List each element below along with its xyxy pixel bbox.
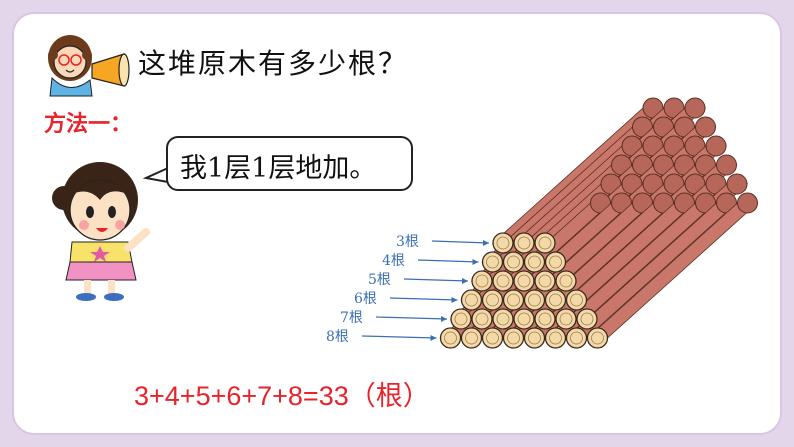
layer-arrow — [431, 240, 490, 244]
log-back-end — [716, 154, 737, 176]
log-end — [586, 327, 609, 349]
log-end — [471, 270, 493, 292]
log-back-end — [695, 116, 716, 138]
log-ring — [507, 293, 520, 307]
log-ring — [486, 255, 499, 269]
log-end — [492, 308, 514, 330]
layer-arrow — [375, 316, 448, 320]
log-end — [523, 289, 546, 311]
log-end — [544, 327, 567, 349]
formula: 3+4+5+6+7+8=33（根） — [134, 381, 430, 411]
layer-label: 7根 — [340, 310, 363, 326]
log-end — [555, 270, 577, 292]
log-ring — [496, 312, 510, 326]
log-end — [502, 327, 525, 349]
layer-label: 4根 — [382, 253, 405, 269]
log-ring — [570, 331, 583, 345]
log-end — [492, 270, 514, 292]
log-ring — [538, 312, 552, 326]
speech-text: 我1层1层地加。 — [180, 153, 377, 184]
log-back-end — [705, 135, 727, 157]
layer-arrow — [361, 335, 437, 339]
log-end — [460, 327, 483, 349]
log-end — [576, 308, 598, 330]
log-ring — [591, 331, 604, 345]
log-ring — [507, 331, 520, 345]
log-ring — [528, 331, 541, 345]
log-ring — [507, 255, 520, 269]
log-ring — [528, 255, 541, 269]
layer-arrow — [417, 259, 479, 263]
layer-arrowhead — [462, 278, 468, 284]
log-ring — [517, 274, 531, 288]
layer-arrowhead — [441, 316, 447, 322]
log-end — [523, 327, 546, 349]
log-end — [555, 308, 577, 330]
layer-arrowhead — [430, 335, 437, 341]
layer-arrowhead — [483, 240, 489, 246]
log-ring — [549, 293, 562, 307]
log-end — [565, 289, 588, 311]
log-end — [534, 270, 556, 292]
layer-label: 5根 — [368, 272, 391, 288]
log-ring — [496, 274, 510, 288]
log-end — [502, 251, 525, 273]
log-end — [481, 251, 504, 273]
log-end — [544, 289, 567, 311]
layer-label: 3根 — [396, 234, 419, 250]
log-end — [481, 289, 504, 311]
log-end — [450, 308, 472, 330]
layer-arrow — [403, 278, 469, 282]
log-ring — [486, 331, 499, 345]
log-end — [481, 327, 504, 349]
log-ring — [559, 274, 573, 288]
log-ring — [465, 293, 478, 307]
log-ring — [517, 236, 531, 250]
log-ring — [549, 255, 562, 269]
log-end — [471, 308, 493, 330]
speech-bubble — [166, 136, 413, 191]
log-ring — [549, 331, 562, 345]
log-back-end — [726, 173, 748, 195]
log-end — [534, 308, 556, 330]
log-ring — [496, 236, 510, 250]
log-ring — [580, 312, 594, 326]
log-end — [513, 270, 535, 292]
log-ring — [475, 274, 489, 288]
layer-label: 6根 — [354, 291, 377, 307]
log-end — [439, 327, 462, 349]
log-ring — [559, 312, 573, 326]
log-ring — [444, 331, 457, 345]
log-ring — [538, 274, 552, 288]
log-end — [565, 327, 588, 349]
layer-label: 8根 — [326, 329, 349, 345]
log-ring — [454, 312, 468, 326]
log-end — [523, 251, 546, 273]
layer-arrowhead — [472, 259, 479, 265]
log-ring — [475, 312, 489, 326]
log-end — [492, 232, 514, 254]
method-label: 方法一： — [44, 111, 133, 137]
log-end — [544, 251, 567, 273]
layer-arrowhead — [451, 297, 458, 303]
question-title: 这堆原木有多少根？ — [138, 47, 409, 80]
layer-arrow — [389, 297, 458, 301]
log-end — [513, 308, 535, 330]
log-ring — [538, 236, 552, 250]
log-end — [534, 232, 556, 254]
log-back-end — [737, 192, 758, 214]
log-back-end — [684, 97, 706, 119]
log-ring — [517, 312, 531, 326]
log-ring — [570, 293, 583, 307]
log-end — [502, 289, 525, 311]
log-end — [460, 289, 483, 311]
log-ring — [528, 293, 541, 307]
log-end — [513, 232, 535, 254]
log-ring — [486, 293, 499, 307]
log-ring — [465, 331, 478, 345]
